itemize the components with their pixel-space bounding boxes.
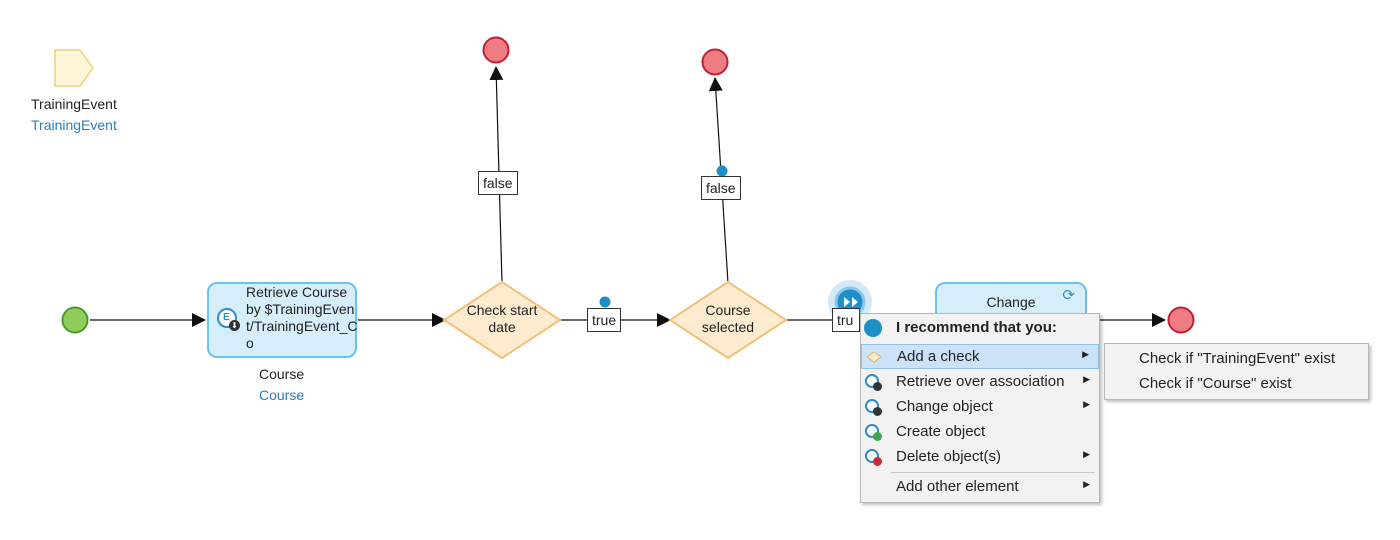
- retrieve-course-activity[interactable]: E⬇ Retrieve Course by $TrainingEvent/Tra…: [207, 282, 358, 358]
- start-event[interactable]: [61, 306, 89, 334]
- change-object-icon: [865, 399, 882, 416]
- add-check-submenu: Check if "TrainingEvent" exist Check if …: [1104, 343, 1369, 400]
- change-activity-caption: Change: [986, 294, 1036, 310]
- delete-object-icon: [865, 449, 882, 466]
- decision-course-selected[interactable]: [668, 280, 788, 360]
- menu-header-text: I recommend that you:: [896, 319, 1057, 336]
- menu-item-add-other-element[interactable]: Add other element ▶: [861, 475, 1099, 500]
- submenu-item-check-trainingevent[interactable]: Check if "TrainingEvent" exist: [1139, 350, 1336, 367]
- end-event-1[interactable]: [482, 36, 510, 64]
- menu-item-retrieve-over-association[interactable]: Retrieve over association ▶: [861, 370, 1099, 395]
- edge-label-true-1[interactable]: true: [587, 308, 622, 332]
- submenu-arrow-icon: ▶: [1083, 374, 1090, 384]
- menu-item-delete-objects[interactable]: Delete object(s) ▶: [861, 445, 1099, 470]
- parameter-type: TrainingEvent: [31, 117, 117, 133]
- edge-label-true-2[interactable]: tru: [832, 308, 860, 332]
- menu-item-label: Add other element: [896, 478, 1019, 495]
- submenu-arrow-icon: ▶: [1083, 399, 1090, 409]
- menu-item-label: Retrieve over association: [896, 373, 1065, 390]
- decision-diamond-icon: [866, 351, 882, 363]
- edge-label-false-2[interactable]: false: [701, 176, 741, 200]
- recommender-icon: [864, 319, 882, 337]
- menu-item-add-a-check[interactable]: Add a check ▶: [861, 344, 1099, 369]
- end-event-3[interactable]: [1167, 306, 1195, 334]
- retrieve-output-name: Course: [259, 366, 305, 382]
- menu-item-change-object[interactable]: Change object ▶: [861, 395, 1099, 420]
- create-object-icon: [865, 424, 882, 441]
- submenu-item-check-course[interactable]: Check if "Course" exist: [1139, 375, 1292, 392]
- parameter-name: TrainingEvent: [31, 96, 117, 112]
- menu-separator: [891, 472, 1095, 473]
- retrieve-activity-caption: Retrieve Course by $TrainingEvent/Traini…: [246, 284, 358, 351]
- submenu-arrow-icon: ▶: [1083, 479, 1090, 489]
- connection-handle-dot[interactable]: [716, 165, 728, 177]
- menu-item-create-object[interactable]: Create object: [861, 420, 1099, 445]
- recommendation-menu: I recommend that you: Add a check ▶ Retr…: [860, 313, 1100, 503]
- connection-handle-dot[interactable]: [599, 296, 611, 308]
- submenu-arrow-icon: ▶: [1082, 349, 1089, 359]
- decision-check-start-date[interactable]: [442, 280, 562, 360]
- end-event-2[interactable]: [701, 48, 729, 76]
- edge-label-false-1[interactable]: false: [478, 171, 518, 195]
- menu-item-label: Delete object(s): [896, 448, 1002, 465]
- menu-item-label: Create object: [896, 423, 986, 440]
- menu-header: I recommend that you:: [861, 314, 1099, 342]
- parameter-shape[interactable]: [54, 49, 95, 87]
- refresh-icon: ⟳: [1062, 287, 1075, 304]
- submenu-arrow-icon: ▶: [1083, 449, 1090, 459]
- menu-item-label: Change object: [896, 398, 993, 415]
- menu-item-label: Add a check: [897, 348, 980, 365]
- retrieve-icon: [865, 374, 882, 391]
- retrieve-output-type: Course: [259, 387, 305, 403]
- retrieve-icon: E⬇: [217, 308, 240, 331]
- recommender-badge-icon: [844, 297, 858, 307]
